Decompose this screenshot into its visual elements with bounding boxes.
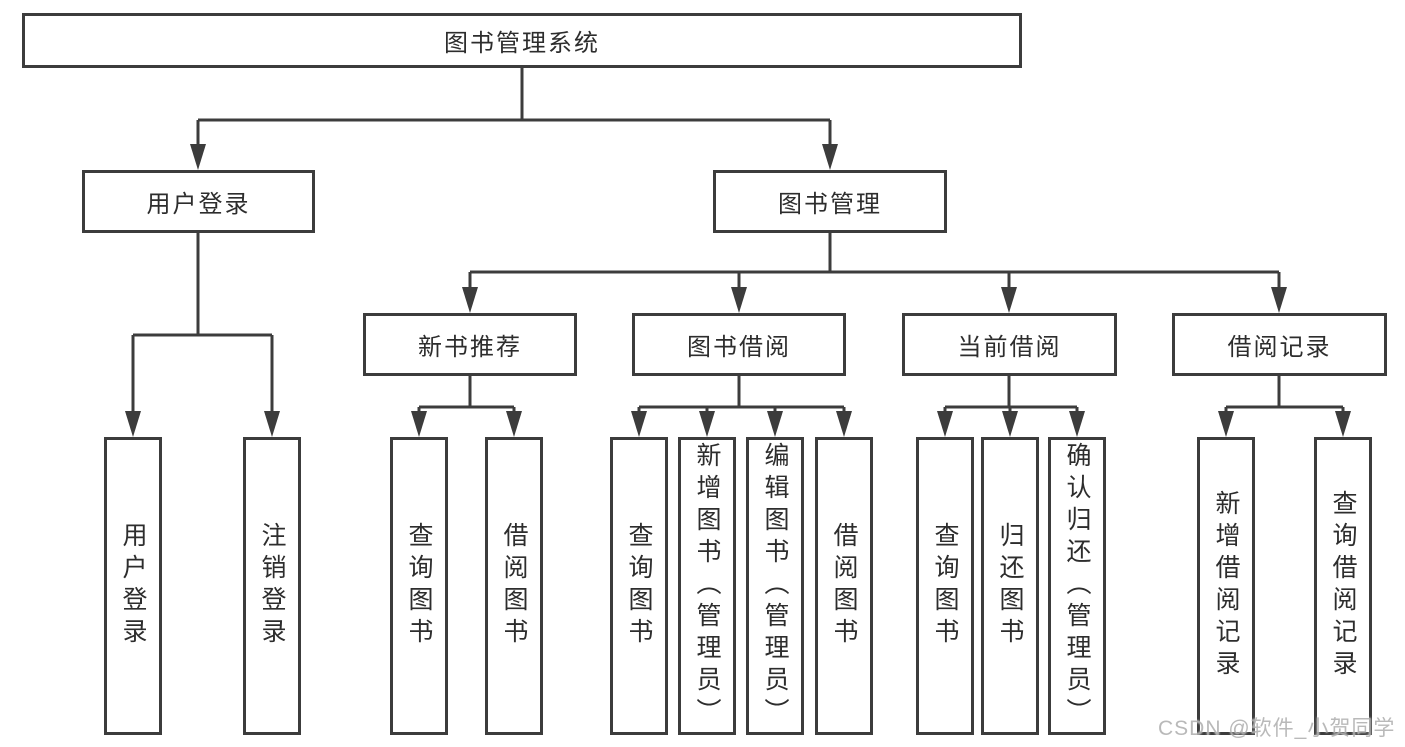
leaf-label: 新增借阅记录 — [1212, 490, 1240, 682]
node-library-management-system: 图书管理系统 — [22, 13, 1022, 68]
leaf-label: 注销登录 — [258, 522, 286, 650]
node-label: 新书推荐 — [418, 334, 522, 361]
node-label: 图书借阅 — [687, 334, 791, 361]
leaf-label: 查询图书 — [625, 522, 653, 650]
node-label: 当前借阅 — [957, 334, 1062, 361]
leaf-query-books-borrow: 查询图书 — [610, 437, 668, 735]
node-borrowing-records: 借阅记录 — [1172, 313, 1387, 376]
watermark: CSDN @软件_小贺同学 — [1158, 717, 1396, 740]
leaf-borrow-books: 借阅图书 — [815, 437, 873, 735]
leaf-query-books-recommend: 查询图书 — [390, 437, 448, 735]
leaf-label: 查询借阅记录 — [1329, 490, 1357, 682]
node-new-book-recommendation: 新书推荐 — [363, 313, 577, 376]
node-label: 图书管理系统 — [444, 30, 600, 57]
leaf-label: 借阅图书 — [830, 522, 858, 650]
node-label: 用户登录 — [146, 191, 251, 218]
leaf-label: 确认归还（管理员） — [1063, 442, 1091, 730]
leaf-logout: 注销登录 — [243, 437, 301, 735]
leaf-query-borrow-record: 查询借阅记录 — [1314, 437, 1372, 735]
node-book-borrowing: 图书借阅 — [632, 313, 846, 376]
leaf-add-books-admin: 新增图书（管理员） — [678, 437, 736, 735]
leaf-label: 归还图书 — [996, 522, 1024, 650]
node-user-login: 用户登录 — [82, 170, 315, 233]
leaf-confirm-return-admin: 确认归还（管理员） — [1048, 437, 1106, 735]
leaf-label: 查询图书 — [931, 522, 959, 650]
node-book-management: 图书管理 — [713, 170, 947, 233]
leaf-borrow-books-recommend: 借阅图书 — [485, 437, 543, 735]
leaf-label: 编辑图书（管理员） — [761, 442, 789, 730]
leaf-add-borrow-record: 新增借阅记录 — [1197, 437, 1255, 735]
node-current-borrowing: 当前借阅 — [902, 313, 1117, 376]
leaf-label: 用户登录 — [119, 522, 147, 650]
leaf-label: 借阅图书 — [500, 522, 528, 650]
leaf-user-login: 用户登录 — [104, 437, 162, 735]
leaf-return-books: 归还图书 — [981, 437, 1039, 735]
node-label: 图书管理 — [778, 191, 882, 218]
node-label: 借阅记录 — [1227, 334, 1332, 361]
leaf-query-books-current: 查询图书 — [916, 437, 974, 735]
leaf-edit-books-admin: 编辑图书（管理员） — [746, 437, 804, 735]
leaf-label: 查询图书 — [405, 522, 433, 650]
leaf-label: 新增图书（管理员） — [693, 442, 721, 730]
